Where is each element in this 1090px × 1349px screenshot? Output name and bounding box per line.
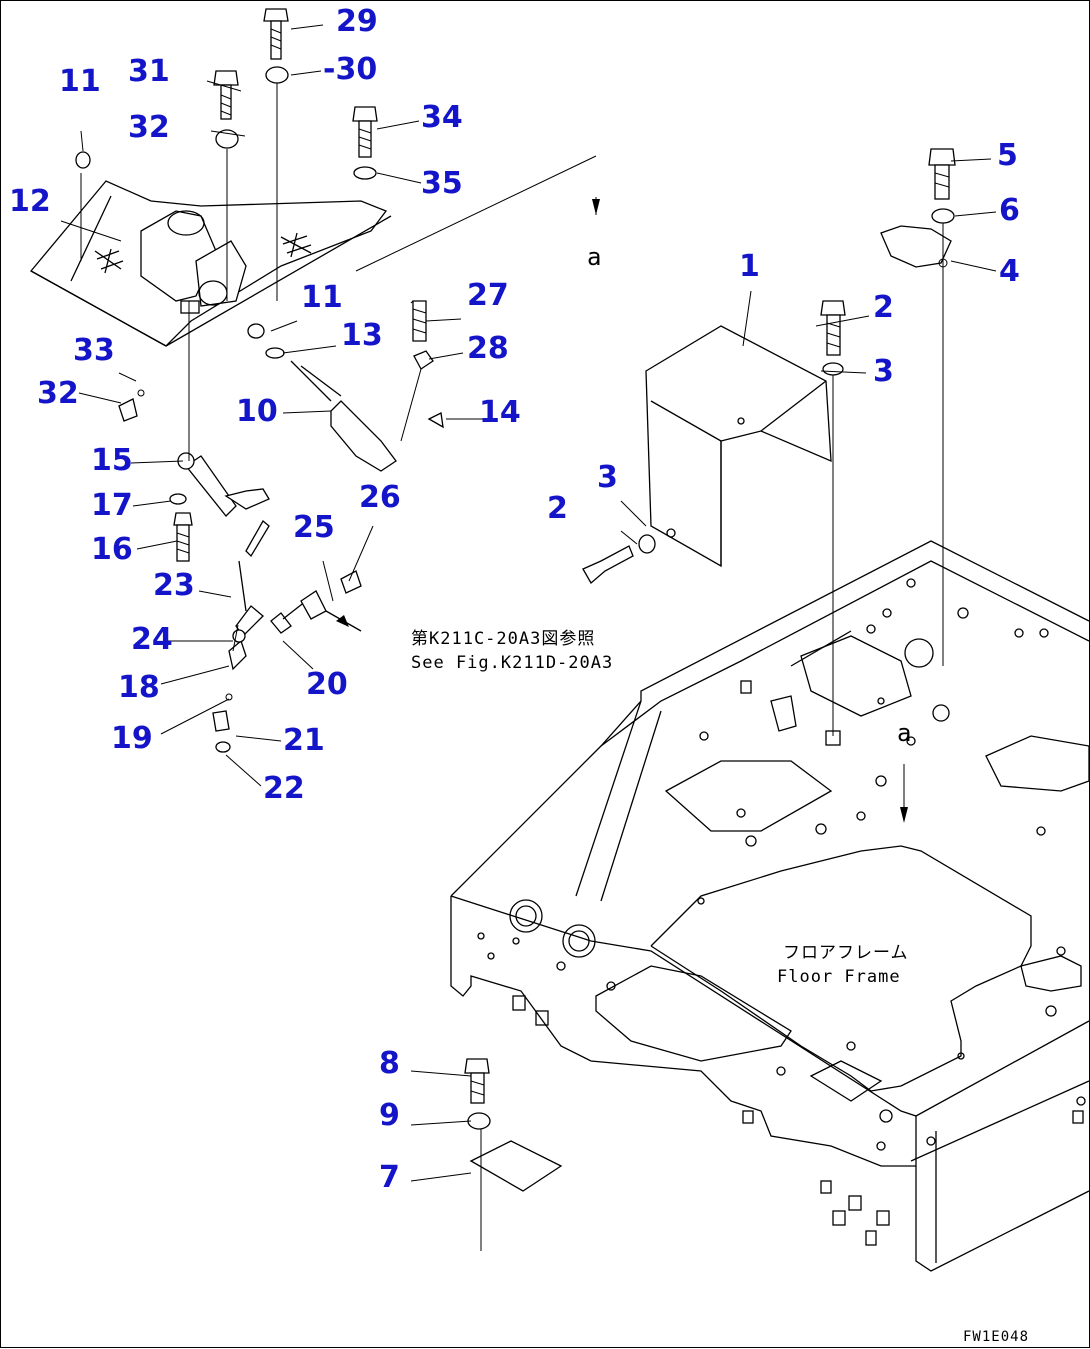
callout-13: 13 xyxy=(341,318,383,353)
callout-5: 5 xyxy=(997,138,1018,173)
callout-32-left: 32 xyxy=(37,376,79,411)
callout-21: 21 xyxy=(283,723,325,758)
figure-code: FW1E048 xyxy=(963,1329,1030,1345)
floor-frame-label-en: Floor Frame xyxy=(777,967,901,987)
callout-4: 4 xyxy=(999,254,1020,289)
callout-2-left: 2 xyxy=(547,491,568,526)
callout-11-top: 11 xyxy=(59,64,101,99)
callout-3-right: 3 xyxy=(873,354,894,389)
callout-26: 26 xyxy=(359,480,401,515)
view-marker-a-top: a xyxy=(587,243,603,271)
callout-6: 6 xyxy=(999,193,1020,228)
callout-29: 29 xyxy=(336,4,378,39)
cover-part-1 xyxy=(645,325,832,568)
callout-18: 18 xyxy=(118,670,160,705)
callout-22: 22 xyxy=(263,771,305,806)
view-marker-a-frame: a xyxy=(897,719,913,747)
callout-31: 31 xyxy=(128,54,170,89)
pedal-bracket-assembly xyxy=(29,8,997,1251)
callout-1: 1 xyxy=(739,249,760,284)
callout-7: 7 xyxy=(379,1160,400,1195)
callout-8: 8 xyxy=(379,1046,400,1081)
callout-30: -30 xyxy=(323,52,378,87)
callout-27: 27 xyxy=(467,278,509,313)
callout-2-right: 2 xyxy=(873,290,894,325)
callout-15: 15 xyxy=(91,443,133,478)
reference-note-jp: 第K211C-20A3図参照 xyxy=(411,629,596,649)
callout-12: 12 xyxy=(9,184,51,219)
floor-frame-drawing xyxy=(450,540,1090,1272)
callout-14: 14 xyxy=(479,395,521,430)
callout-9: 9 xyxy=(379,1098,400,1133)
callout-11-mid: 11 xyxy=(301,280,343,315)
callout-34: 34 xyxy=(421,100,463,135)
callout-16: 16 xyxy=(91,532,133,567)
reference-note-en: See Fig.K211D-20A3 xyxy=(411,653,614,673)
callout-23: 23 xyxy=(153,568,195,603)
callout-25: 25 xyxy=(293,510,335,545)
callout-3-left: 3 xyxy=(597,460,618,495)
callout-32-top: 32 xyxy=(128,110,170,145)
callout-20: 20 xyxy=(306,667,348,702)
callout-10: 10 xyxy=(236,394,278,429)
callout-19: 19 xyxy=(111,721,153,756)
floor-frame-label-jp: フロアフレーム xyxy=(783,943,909,963)
callout-17: 17 xyxy=(91,488,133,523)
callout-33: 33 xyxy=(73,333,115,368)
callout-35: 35 xyxy=(421,166,463,201)
callout-28: 28 xyxy=(467,331,509,366)
callout-24: 24 xyxy=(131,622,173,657)
